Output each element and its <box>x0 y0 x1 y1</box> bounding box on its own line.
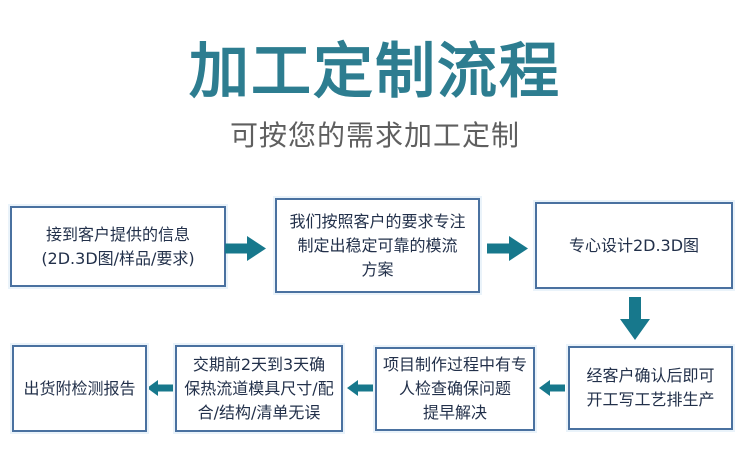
arrow-right-shape <box>487 236 528 261</box>
arrow-left-icon <box>147 380 173 396</box>
arrow-right-shape <box>225 236 266 261</box>
arrow-left-shape <box>347 380 373 396</box>
arrow-left-icon <box>539 380 565 396</box>
flow-step-2: 我们按照客户的要求专注 制定出稳定可靠的模流 方案 <box>275 198 480 293</box>
arrow-left-icon <box>347 380 373 396</box>
flow-step-1: 接到客户提供的信息 (2D.3D图/样品/要求) <box>10 206 226 287</box>
flow-step-7: 出货附检测报告 <box>12 345 147 432</box>
flow-step-6: 交期前2天到3天确 保热流道模具尺寸/配 合/结构/清单无误 <box>175 345 343 432</box>
page-subtitle: 可按您的需求加工定制 <box>229 119 520 152</box>
arrow-left-shape <box>147 380 173 396</box>
arrow-right-icon <box>225 236 266 261</box>
flow-step-3: 专心设计2D.3D图 <box>535 202 733 289</box>
arrow-down-icon <box>620 297 650 340</box>
flow-step-5: 项目制作过程中有专 人检查确保问题 提早解决 <box>375 347 535 431</box>
arrow-left-shape <box>539 380 565 396</box>
arrow-right-icon <box>487 236 528 261</box>
arrow-down-shape <box>620 297 650 340</box>
flow-step-4: 经客户确认后即可 开工写工艺排生产 <box>568 346 733 430</box>
page-title: 加工定制流程 <box>189 37 561 107</box>
